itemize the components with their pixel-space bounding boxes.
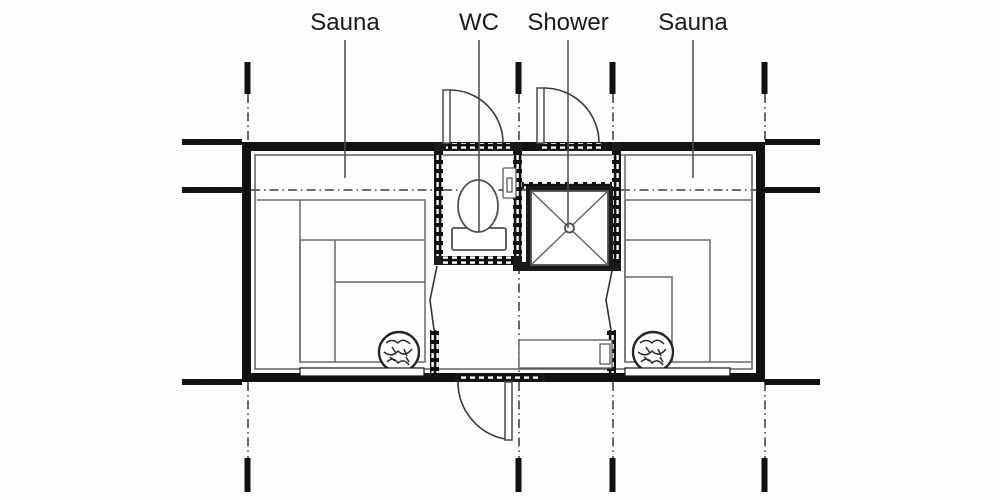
- door-wc[interactable]: [442, 89, 513, 151]
- sauna-stove-left: [377, 330, 421, 374]
- plan-labels: Sauna WC Shower Sauna: [310, 9, 728, 232]
- room-wc: [451, 167, 517, 251]
- label-group-wc: WC: [459, 9, 499, 232]
- door-wc-swing-arc: [449, 89, 504, 144]
- door-entry-swing-arc: [457, 381, 506, 440]
- grid-axis-horizontal-top: [182, 139, 820, 145]
- room-sauna-left: [257, 199, 426, 377]
- label-sauna-left: Sauna: [310, 9, 380, 36]
- shower-floor-drain: [564, 222, 575, 234]
- window-band-left: [299, 367, 425, 377]
- room-shower: [526, 186, 613, 270]
- label-group-sauna-right: Sauna: [658, 9, 728, 178]
- grid-axis-vertical-4: [761, 62, 768, 492]
- grid-axis-horizontal-bottom: [182, 379, 820, 385]
- wall-fixture-inner: [506, 177, 513, 193]
- label-wc: WC: [459, 9, 499, 36]
- window-band-right: [624, 367, 731, 377]
- lobby-bench-top: [518, 339, 613, 369]
- lobby-bench-end-cap: [599, 343, 611, 365]
- bench-tier-5-right: [625, 276, 673, 362]
- bench-tier-4-right: [625, 239, 711, 362]
- sauna-stove-right: [631, 330, 675, 374]
- grid-axis-vertical-3: [609, 62, 616, 492]
- grid-axis-vertical-1: [244, 62, 251, 492]
- room-sauna-right: [624, 155, 753, 377]
- label-sauna-right: Sauna: [658, 9, 728, 36]
- door-shower[interactable]: [536, 87, 607, 151]
- door-entry[interactable]: [455, 373, 545, 441]
- door-shower-leaf: [536, 87, 545, 144]
- door-wc-leaf: [442, 89, 451, 144]
- label-shower: Shower: [527, 9, 608, 36]
- lobby-bench: [518, 339, 613, 369]
- label-group-shower: Shower: [527, 9, 609, 228]
- label-group-sauna-left: Sauna: [310, 9, 380, 178]
- toilet-bowl: [457, 179, 499, 233]
- door-entry-leaf: [504, 381, 513, 441]
- door-shower-swing-arc: [543, 87, 600, 144]
